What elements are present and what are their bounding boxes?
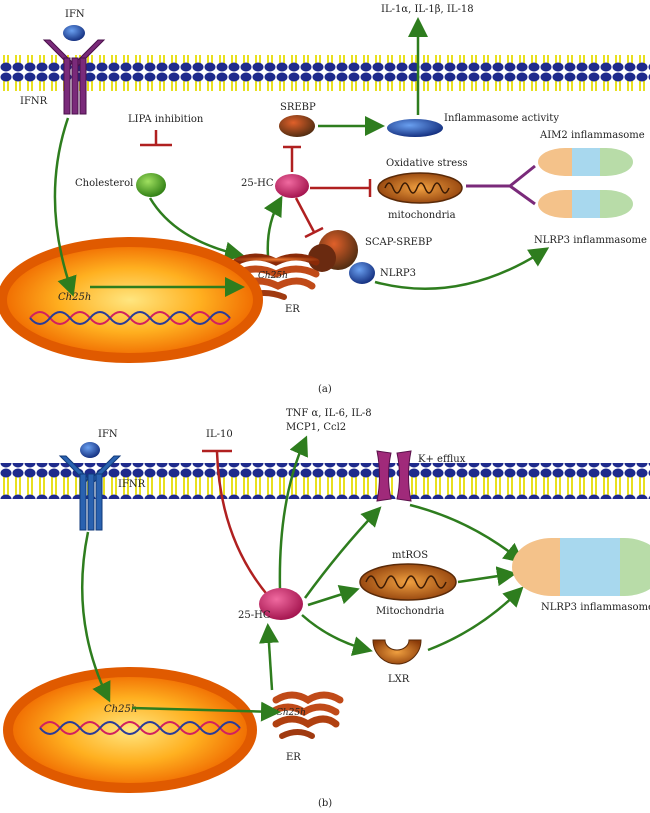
cytokines-label-b2: MCP1, Ccl2 bbox=[286, 422, 346, 433]
kefflux-to-nlrp3-arrow bbox=[409, 503, 524, 564]
panel-a: IFN IFNR IL-1α, IL-1β, IL-18 SREBP Infla… bbox=[0, 4, 650, 395]
ch25h-er-label-a: Ch25h bbox=[258, 271, 288, 281]
ifn-label-b: IFN bbox=[98, 429, 118, 440]
aim2-inflammasome-bottom bbox=[538, 190, 633, 218]
ifnr-label-b: IFNR bbox=[118, 479, 146, 490]
cholesterol-to-er-arrow bbox=[148, 197, 245, 262]
nlrp3-to-inflammasome-arrow-a bbox=[374, 247, 550, 291]
caption-b: (b) bbox=[318, 798, 332, 809]
scap-srebp-label: SCAP-SREBP bbox=[365, 237, 432, 248]
ifn-label-a: IFN bbox=[65, 9, 85, 20]
hc25-inhibits-il10 bbox=[215, 451, 271, 599]
k-efflux-label: K+ efflux bbox=[418, 454, 466, 465]
mitochondria-a-cristae bbox=[384, 182, 450, 194]
hc25-to-mito-arrow-b bbox=[307, 585, 360, 607]
hc25-molecule-a bbox=[275, 174, 309, 198]
oxidative-stress-label: Oxidative stress bbox=[386, 158, 467, 169]
inflammasome-activity-label: Inflammasome activity bbox=[444, 113, 559, 124]
il10-label: IL-10 bbox=[206, 429, 233, 440]
hc25-to-kefflux-arrow bbox=[303, 506, 382, 599]
cholesterol-ball bbox=[136, 173, 166, 197]
ch25h-er-label-b: Ch25h bbox=[276, 708, 306, 718]
aim2-label: AIM2 inflammasome bbox=[539, 130, 645, 141]
inflammasome-activity-blob bbox=[387, 119, 443, 137]
dna-helix-b-strand2 bbox=[39, 721, 241, 735]
mitochondria-b bbox=[359, 563, 457, 601]
mitochondria-label-a: mitochondria bbox=[388, 210, 456, 221]
hc25-molecule-b bbox=[259, 588, 303, 620]
ch25h-gene-label-b: Ch25h bbox=[104, 704, 137, 715]
gene-to-er-arrow-b bbox=[131, 701, 281, 722]
ifnr-label-a: IFNR bbox=[20, 96, 48, 107]
hc25-label-a: 25-HC bbox=[241, 178, 274, 189]
srebp-protein bbox=[279, 115, 315, 137]
ifnr-receptor-b bbox=[58, 455, 122, 531]
hc25-inhibits-scap-stem bbox=[294, 197, 316, 233]
lipa-inhibition-label: LIPA inhibition bbox=[128, 114, 204, 125]
er-label-a: ER bbox=[285, 304, 300, 315]
mitochondria-label-b: Mitochondria bbox=[376, 606, 444, 617]
srebp-label: SREBP bbox=[280, 102, 316, 113]
hc25-label-b: 25-HC bbox=[238, 610, 271, 621]
hc25-inhibits-scap-bar bbox=[304, 226, 324, 239]
ifnr-to-nucleus-arrow-b bbox=[81, 531, 111, 703]
nucleus-a bbox=[0, 237, 263, 363]
er-to-hc25-arrow-a bbox=[263, 195, 283, 257]
ifnr-receptor-a bbox=[42, 39, 106, 115]
aim2-inflammasome-top bbox=[538, 148, 633, 176]
nucleus-b bbox=[3, 667, 257, 793]
nlrp3-protein bbox=[349, 262, 375, 284]
cell-membrane-a bbox=[0, 55, 650, 91]
panel-b: IFN IFNR IL-10 TNF α, IL-6, IL-8 MCP1, C… bbox=[0, 408, 650, 809]
k-efflux-channel bbox=[376, 450, 412, 502]
hc25-to-cytokines-arrow bbox=[278, 435, 308, 591]
cholesterol-label: Cholesterol bbox=[75, 178, 133, 189]
nlrp3-label: NLRP3 bbox=[380, 268, 416, 279]
hc25-to-lxr-arrow bbox=[301, 614, 373, 656]
er-to-hc25-arrow-b bbox=[258, 623, 279, 691]
mitochondria-a bbox=[377, 172, 463, 204]
lxr-receptor bbox=[372, 639, 422, 665]
cytokines-label-a: IL-1α, IL-1β, IL-18 bbox=[381, 4, 474, 15]
mito-to-aim2-connector bbox=[466, 164, 536, 206]
caption-a: (a) bbox=[318, 384, 332, 395]
er-b bbox=[268, 691, 344, 739]
dna-helix-a-strand2 bbox=[29, 311, 231, 325]
ch25h-gene-label-a: Ch25h bbox=[58, 292, 91, 303]
mito-to-nlrp3-arrow bbox=[457, 566, 517, 587]
nlrp3-inflammasome-label-b: NLRP3 inflammasome bbox=[541, 602, 650, 613]
mtros-label: mtROS bbox=[392, 550, 428, 561]
nlrp3-inflammasome-label-a: NLRP3 inflammasome bbox=[534, 235, 647, 246]
lxr-to-nlrp3-arrow bbox=[427, 586, 524, 652]
lxr-label: LXR bbox=[388, 674, 410, 685]
ifn-ligand-a bbox=[63, 25, 85, 41]
ifnr-to-nucleus-arrow-a bbox=[53, 117, 77, 297]
mitochondria-b-cristae bbox=[365, 575, 447, 589]
cytokines-label-b1: TNF α, IL-6, IL-8 bbox=[286, 408, 372, 419]
er-label-b: ER bbox=[286, 752, 301, 763]
ifn-ligand-b bbox=[80, 442, 100, 458]
cell-membrane-b bbox=[0, 463, 650, 499]
nlrp3-inflammasome-b bbox=[512, 538, 650, 596]
